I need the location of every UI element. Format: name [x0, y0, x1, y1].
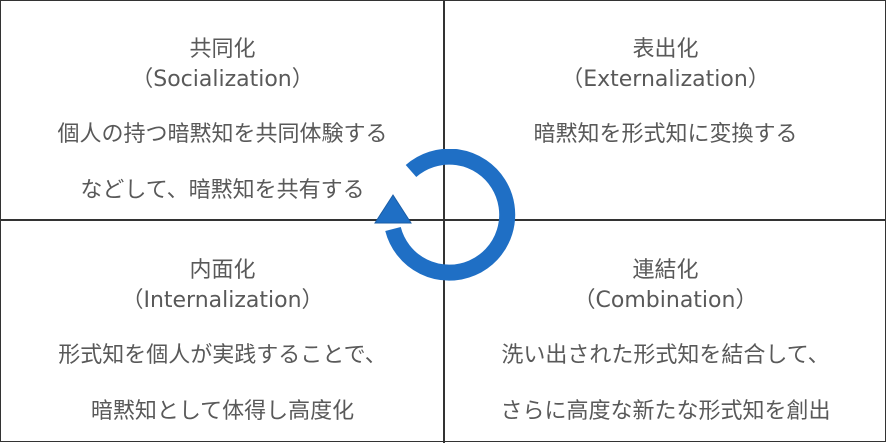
quadrant-description-line: 暗黙知を形式知に変換する: [533, 122, 798, 147]
quadrant-subtitle: （Internalization）: [121, 288, 324, 313]
quadrant-subtitle: （Socialization）: [131, 67, 314, 92]
quadrant-internalization: 内面化 （Internalization） 形式知を個人が実践することで、 暗黙…: [1, 220, 444, 443]
quadrant-description-line: さらに高度な新たな形式知を創出: [500, 399, 831, 424]
cycle-arrow-icon: [374, 149, 516, 281]
quadrant-description-line: 個人の持つ暗黙知を共同体験する: [57, 122, 388, 147]
quadrant-title: 表出化: [632, 37, 699, 62]
quadrant-description-line: 暗黙知として体得し高度化: [90, 399, 355, 424]
quadrant-description-line: などして、暗黙知を共有する: [80, 178, 365, 203]
quadrant-socialization: 共同化 （Socialization） 個人の持つ暗黙知を共同体験する などして…: [1, 1, 444, 220]
vertical-divider: [443, 1, 445, 443]
quadrant-title: 共同化: [189, 37, 256, 62]
quadrant-externalization: 表出化 （Externalization） 暗黙知を形式知に変換する: [444, 1, 886, 220]
horizontal-divider: [1, 219, 886, 221]
quadrant-description-line: 形式知を個人が実践することで、: [58, 343, 387, 368]
quadrant-subtitle: （Externalization）: [561, 67, 770, 92]
quadrant-combination: 連結化 （Combination） 洗い出された形式知を結合して、 さらに高度な…: [444, 220, 886, 443]
quadrant-title: 内面化: [189, 258, 256, 283]
quadrant-description-line: 洗い出された形式知を結合して、: [501, 343, 830, 368]
quadrant-title: 連結化: [632, 258, 699, 283]
quadrant-subtitle: （Combination）: [573, 288, 758, 313]
